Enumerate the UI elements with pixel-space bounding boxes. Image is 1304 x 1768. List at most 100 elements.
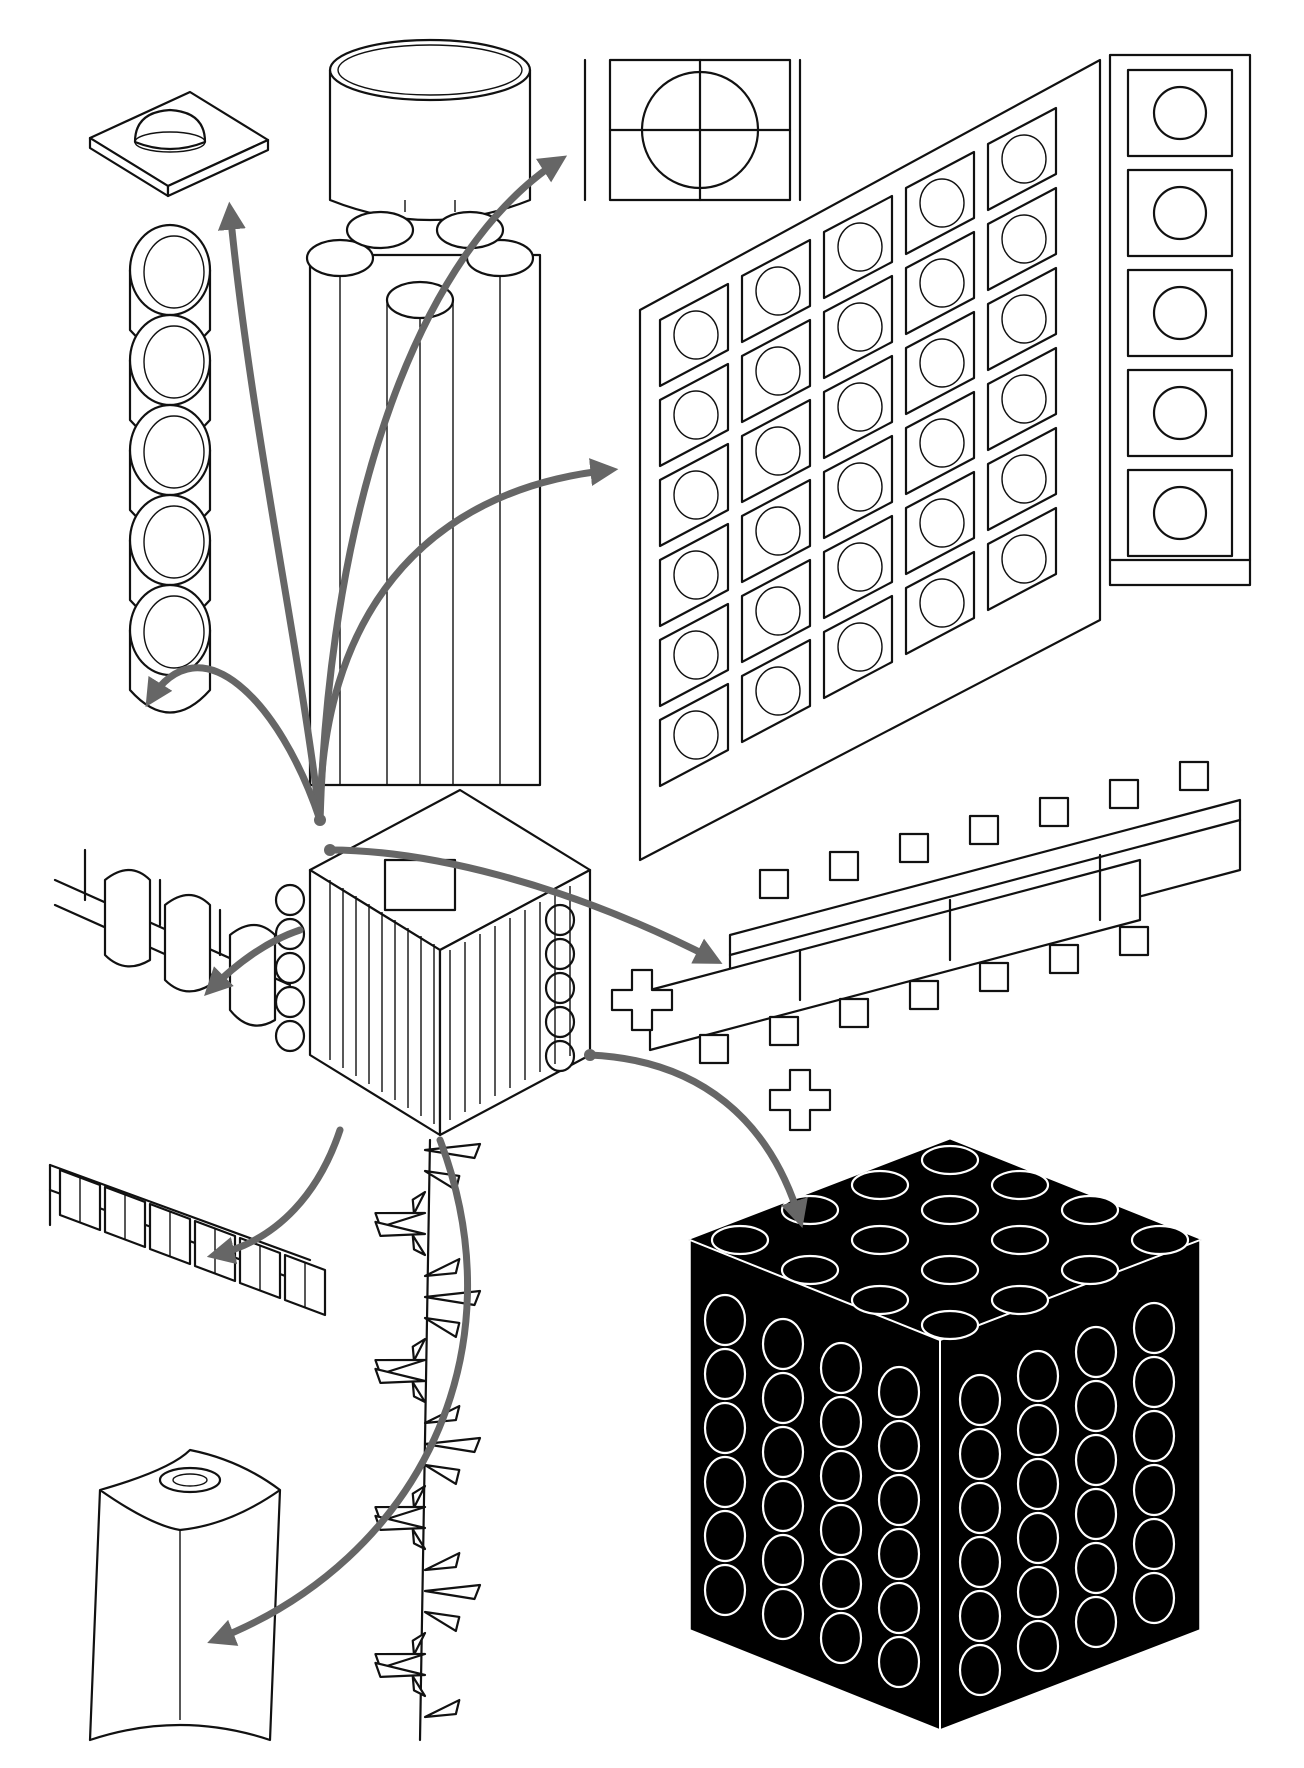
waffle-panel-cells	[658, 106, 1058, 788]
black-cube-right-hole	[1132, 1301, 1176, 1355]
black-cube-top-hole	[920, 1254, 980, 1286]
waffle-cell	[658, 522, 730, 628]
waffle-cell-hole	[919, 258, 965, 308]
ring-top	[128, 493, 212, 587]
black-cube-right-hole	[1132, 1571, 1176, 1625]
floor-frame-ladder	[610, 760, 1242, 1132]
rack-bays	[58, 1168, 327, 1317]
dome-cap-plate	[88, 90, 270, 198]
black-cube-right-hole	[1132, 1517, 1176, 1571]
strip-cells	[1108, 68, 1252, 562]
ladder-tooth-bottom	[908, 979, 940, 1011]
waffle-cell-hole	[837, 462, 883, 512]
stair-tread	[374, 1661, 427, 1679]
ladder-tooth-bottom	[978, 961, 1010, 993]
black-cube-left-hole	[877, 1473, 921, 1527]
spiral-staircase	[374, 1138, 482, 1742]
strip-cell-circle	[1152, 185, 1208, 241]
strip-cell-circle	[1152, 485, 1208, 541]
stair-tread	[374, 1211, 427, 1229]
waffle-cell	[658, 362, 730, 468]
stair-tread	[374, 1367, 427, 1385]
ladder-tooth-top	[1038, 796, 1070, 828]
ladder-teeth	[698, 760, 1210, 1065]
waffle-cell	[986, 506, 1058, 612]
black-cube-right-hole	[1074, 1487, 1118, 1541]
ladder-tooth-top	[828, 850, 860, 882]
black-cube-left-hole	[703, 1509, 747, 1563]
stair-tread	[423, 1698, 461, 1719]
waffle-cell-hole	[919, 338, 965, 388]
waffle-cell	[986, 106, 1058, 212]
waffle-wall-panel	[638, 58, 1102, 862]
black-cube-right-hole	[958, 1535, 1002, 1589]
black-cube-right-hole	[1016, 1565, 1060, 1619]
black-cube-right-hole	[1074, 1379, 1118, 1433]
ring-inner	[143, 415, 205, 489]
cube-hole-right	[544, 971, 576, 1005]
ladder-tooth-top	[1108, 778, 1140, 810]
waffle-cell-hole	[837, 382, 883, 432]
explosion-arrows	[145, 155, 808, 1646]
black-cube-right-hole	[1016, 1349, 1060, 1403]
black-cube-top-hole	[990, 1224, 1050, 1256]
stair-tread	[411, 1528, 427, 1551]
arrow-to-rail	[204, 926, 304, 996]
arrow-to-dome-cap	[217, 201, 324, 824]
waffle-cell	[740, 558, 812, 664]
black-cube-left-hole	[703, 1401, 747, 1455]
stair-tread	[411, 1381, 427, 1404]
black-cube-left-hole	[703, 1347, 747, 1401]
black-cube-right-hole	[958, 1373, 1002, 1427]
black-cube-right-hole	[1074, 1325, 1118, 1379]
waffle-cell-hole	[1001, 134, 1047, 184]
stair-tread	[423, 1316, 461, 1339]
black-cube-right-hole	[1016, 1619, 1060, 1673]
ladder-tooth-top	[898, 832, 930, 864]
black-cube-left-hole	[761, 1371, 805, 1425]
black-cube-left-hole	[819, 1611, 863, 1665]
arrow-to-ring-stack	[145, 664, 324, 824]
waffle-cell-hole	[755, 266, 801, 316]
strip-cell-circle	[1152, 285, 1208, 341]
waffle-cell	[904, 310, 976, 416]
black-cube-top-hole	[780, 1254, 840, 1286]
ring-inner	[143, 505, 205, 579]
waffle-cell-hole	[755, 346, 801, 396]
black-cube-left-hole	[819, 1395, 863, 1449]
waffle-cell	[822, 194, 894, 300]
ring-top	[128, 583, 212, 677]
strip-cell	[1126, 268, 1234, 358]
black-cube-top-hole	[990, 1169, 1050, 1201]
waffle-cell-hole	[1001, 534, 1047, 584]
waffle-cell-hole	[919, 498, 965, 548]
waffle-cell	[904, 150, 976, 256]
waffle-cell	[904, 550, 976, 656]
black-cube-top-hole	[920, 1194, 980, 1226]
cube-hole-right	[544, 1039, 576, 1073]
cube-hole-right	[544, 1005, 576, 1039]
black-cube-top-hole	[850, 1224, 910, 1256]
strip-cell	[1126, 368, 1234, 458]
arrow-to-pier-base	[207, 1136, 471, 1646]
waffle-cell	[740, 478, 812, 584]
black-cube-top-hole	[920, 1144, 980, 1176]
waffle-cell	[740, 318, 812, 424]
black-cube-right-hole	[1132, 1463, 1176, 1517]
waffle-cell-hole	[755, 426, 801, 476]
waffle-cell	[740, 638, 812, 744]
ladder-tooth-top	[758, 868, 790, 900]
waffle-cell-hole	[837, 222, 883, 272]
black-cube-left-hole	[703, 1293, 747, 1347]
black-cube-top-hole	[1060, 1194, 1120, 1226]
waffle-cell-hole	[673, 310, 719, 360]
cube-hole-left	[274, 985, 306, 1019]
waffle-cell-hole	[1001, 454, 1047, 504]
black-cube-right-hole	[1132, 1355, 1176, 1409]
waffle-cell-hole	[1001, 374, 1047, 424]
waffle-cell	[904, 230, 976, 336]
black-cube-top-hole	[850, 1284, 910, 1316]
cube-hole-right	[544, 903, 576, 937]
strip-cell-circle	[1152, 385, 1208, 441]
